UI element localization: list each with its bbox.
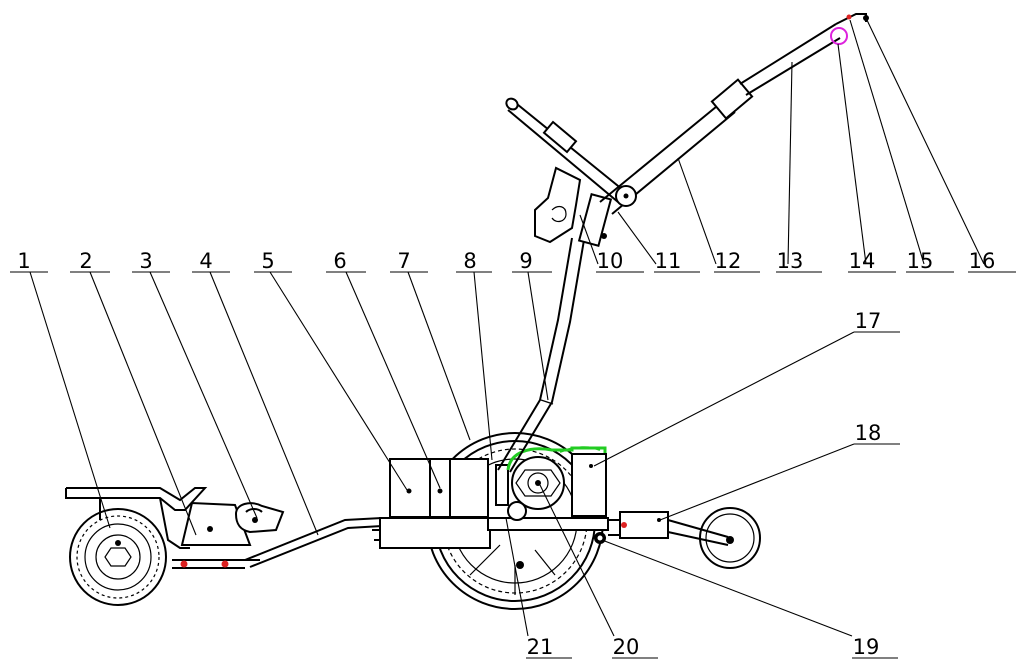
seat-pedal: [234, 502, 285, 534]
steering-post: [497, 237, 585, 473]
callout-15: 15: [849, 19, 954, 273]
callout-leader-18: [659, 443, 855, 521]
callout-number-1: 1: [17, 249, 30, 273]
pivot-joint: [594, 532, 606, 544]
callout-leader-4: [209, 271, 319, 536]
callout-5: 5: [254, 249, 408, 491]
callout-14: 14: [837, 43, 896, 273]
callout-number-18: 18: [855, 421, 882, 445]
frame-red-markers: [180, 560, 229, 568]
front-arm: [608, 511, 729, 546]
callout-leader-6: [345, 271, 441, 489]
callout-leader-20: [539, 484, 615, 637]
callout-number-16: 16: [969, 249, 996, 273]
rear-platform: [65, 487, 208, 549]
callout-20: 20: [539, 484, 658, 659]
callout-13: 13: [776, 61, 822, 273]
callout-18: 18: [659, 421, 900, 521]
chassis-rail: [372, 517, 609, 541]
callout-number-5: 5: [261, 249, 274, 273]
callout-leader-19: [601, 539, 853, 637]
callout-number-2: 2: [79, 249, 92, 273]
callout-7: 7: [390, 249, 471, 441]
callout-10: 10: [579, 214, 644, 273]
callout-leader-3: [149, 271, 258, 519]
callout-8: 8: [456, 249, 493, 461]
callout-leader-8: [473, 271, 493, 461]
callout-number-13: 13: [777, 249, 804, 273]
callout-number-11: 11: [655, 249, 682, 273]
long-handle: [599, 23, 841, 215]
callout-number-14: 14: [849, 249, 876, 273]
callout-9: 9: [512, 249, 552, 401]
callout-leader-12: [677, 157, 717, 265]
callout-leader-15: [849, 19, 925, 265]
callout-number-15: 15: [907, 249, 934, 273]
callout-21: 21: [505, 517, 572, 659]
callout-number-21: 21: [527, 635, 554, 659]
callout-6: 6: [326, 249, 441, 489]
lower-handlebar: [505, 97, 629, 203]
callout-4: 4: [192, 249, 319, 536]
callout-number-10: 10: [597, 249, 624, 273]
callout-17: 17: [593, 309, 900, 467]
callout-number-19: 19: [853, 635, 880, 659]
callout-number-7: 7: [397, 249, 410, 273]
callout-16: 16: [865, 17, 1016, 273]
callout-leader-21: [505, 517, 529, 637]
callout-number-12: 12: [715, 249, 742, 273]
control-box: [571, 453, 607, 517]
callout-leader-11: [617, 211, 657, 265]
callout-leader-10: [579, 214, 599, 265]
callout-1: 1: [10, 249, 111, 529]
callout-leader-1: [29, 271, 111, 529]
linkage-bar: [244, 517, 383, 568]
frame-body: [172, 501, 260, 569]
callout-leader-13: [787, 61, 793, 265]
callout-number-4: 4: [199, 249, 212, 273]
callout-12: 12: [677, 157, 760, 273]
callout-leader-16: [865, 17, 985, 265]
callout-number-20: 20: [613, 635, 640, 659]
callout-3: 3: [132, 249, 258, 519]
callout-leader-9: [527, 271, 549, 401]
callout-19: 19: [601, 539, 898, 659]
callout-number-8: 8: [463, 249, 476, 273]
callout-leader-2: [89, 271, 197, 536]
front-wheel: [699, 507, 761, 569]
handle-tip: [830, 13, 869, 45]
green-drive-path: [506, 446, 607, 517]
callout-leader-5: [269, 271, 408, 491]
callout-number-17: 17: [855, 309, 882, 333]
callout-number-6: 6: [333, 249, 346, 273]
callout-leader-14: [837, 43, 867, 265]
rear-wheel: [69, 508, 167, 606]
callout-number-9: 9: [519, 249, 532, 273]
callout-number-3: 3: [139, 249, 152, 273]
callout-leader-17: [593, 331, 855, 467]
motor-hub: [495, 456, 565, 521]
callout-11: 11: [617, 211, 700, 273]
callout-2: 2: [70, 249, 197, 536]
handle-bracket: [534, 166, 613, 247]
callout-leader-7: [407, 271, 471, 441]
